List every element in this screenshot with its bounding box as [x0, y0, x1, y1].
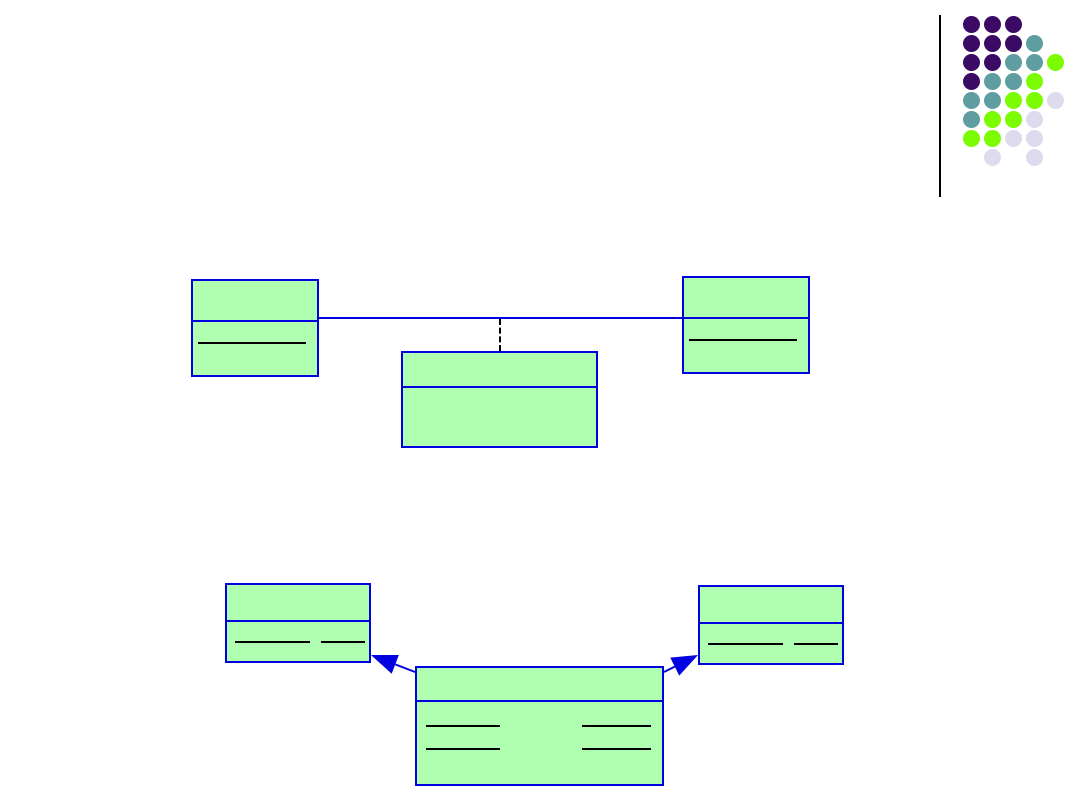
deco-dot-teal	[984, 92, 1001, 109]
deco-dot-lavender	[1026, 130, 1043, 147]
deco-dot-lavender	[1047, 92, 1064, 109]
redacted-member-1	[235, 641, 310, 643]
parent-left-class[interactable]	[225, 583, 371, 663]
deco-dot-green	[1005, 111, 1022, 128]
generalization-arrow-right[interactable]	[663, 655, 698, 676]
deco-dot-purple	[984, 35, 1001, 52]
top-left-class-members-compartment	[193, 322, 317, 375]
top-right-class-members-compartment	[684, 319, 808, 372]
deco-dot-lavender	[1026, 149, 1043, 166]
deco-dot-green	[1005, 92, 1022, 109]
deco-dot-teal	[963, 111, 980, 128]
redacted-member-1	[206, 342, 306, 344]
generalization-arrow-left-head	[371, 655, 399, 674]
deco-dot-lavender	[984, 149, 1001, 166]
top-right-class[interactable]	[682, 276, 810, 374]
visibility-marker	[689, 339, 697, 341]
top-right-class-name-compartment	[684, 278, 808, 319]
visibility-marker	[198, 342, 206, 344]
redacted-member-1	[426, 725, 500, 727]
child-class-members-compartment	[417, 702, 662, 784]
deco-dot-purple	[963, 35, 980, 52]
redacted-member-2	[794, 643, 838, 645]
association-class-members-compartment	[403, 388, 596, 446]
redacted-member-3	[582, 725, 651, 727]
redacted-member-4	[582, 748, 651, 750]
top-left-class[interactable]	[191, 279, 319, 377]
deco-dot-teal	[1005, 54, 1022, 71]
association-class[interactable]	[401, 351, 598, 448]
deco-dot-green	[984, 130, 1001, 147]
parent-right-class-name-compartment	[700, 587, 842, 624]
association-class-name-compartment	[403, 353, 596, 388]
top-left-class-name-compartment	[193, 281, 317, 322]
deco-dot-teal	[963, 92, 980, 109]
redacted-member-1	[697, 339, 797, 341]
deco-dot-purple	[984, 54, 1001, 71]
deco-dot-lavender	[1005, 130, 1022, 147]
deco-dot-lavender	[1026, 111, 1043, 128]
deco-dot-teal	[984, 73, 1001, 90]
deco-dot-teal	[1026, 54, 1043, 71]
deco-dot-green	[984, 111, 1001, 128]
deco-dot-green	[963, 130, 980, 147]
child-class-name-compartment	[417, 668, 662, 702]
child-class[interactable]	[415, 666, 664, 786]
parent-right-class-members-compartment	[700, 624, 842, 663]
generalization-arrow-right-shaft	[663, 665, 676, 673]
deco-dot-green	[1026, 92, 1043, 109]
deco-dot-green	[1026, 73, 1043, 90]
generalization-arrow-left[interactable]	[371, 655, 416, 674]
deco-dot-teal	[1005, 73, 1022, 90]
deco-dot-purple	[963, 16, 980, 33]
parent-left-class-name-compartment	[227, 585, 369, 622]
deco-dot-purple	[1005, 35, 1022, 52]
generalization-arrow-right-head	[670, 655, 698, 676]
parent-left-class-members-compartment	[227, 622, 369, 661]
redacted-member-1	[708, 643, 783, 645]
deco-vertical-rule	[939, 15, 941, 197]
deco-dot-purple	[984, 16, 1001, 33]
association-class-link[interactable]	[499, 319, 501, 351]
redacted-member-2	[321, 641, 365, 643]
deco-dot-purple	[963, 73, 980, 90]
deco-dot-green	[1047, 54, 1064, 71]
generalization-arrow-left-shaft	[394, 663, 416, 673]
parent-right-class[interactable]	[698, 585, 844, 665]
deco-dot-purple	[1005, 16, 1022, 33]
deco-dot-teal	[1026, 35, 1043, 52]
association-line[interactable]	[318, 317, 683, 319]
deco-dot-purple	[963, 54, 980, 71]
redacted-member-2	[426, 748, 500, 750]
